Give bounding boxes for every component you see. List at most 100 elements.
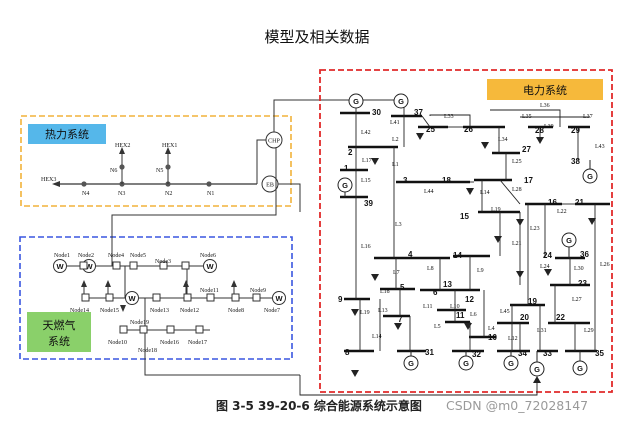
svg-text:G: G xyxy=(587,172,593,181)
svg-text:N2: N2 xyxy=(165,191,172,197)
hex1-label: HEX1 xyxy=(162,143,177,149)
svg-text:L28: L28 xyxy=(512,187,522,193)
svg-text:L37: L37 xyxy=(583,114,593,120)
svg-text:Node16: Node16 xyxy=(160,340,179,346)
svg-text:Node11: Node11 xyxy=(200,288,219,294)
svg-text:L16: L16 xyxy=(361,244,371,250)
heat-node-n4: N4 xyxy=(81,181,89,197)
svg-text:13: 13 xyxy=(443,280,452,289)
svg-text:G: G xyxy=(342,181,348,190)
svg-text:29: 29 xyxy=(571,126,580,135)
svg-text:11: 11 xyxy=(456,311,465,320)
svg-text:38: 38 xyxy=(571,157,580,166)
svg-text:36: 36 xyxy=(580,250,589,259)
svg-text:G: G xyxy=(577,364,583,373)
svg-text:L11: L11 xyxy=(423,304,432,310)
gas-node: Node9 xyxy=(250,288,266,302)
svg-text:W: W xyxy=(206,262,214,271)
svg-text:L14: L14 xyxy=(372,334,382,340)
svg-text:L24: L24 xyxy=(540,264,550,270)
svg-text:Node9: Node9 xyxy=(250,288,266,294)
svg-text:L26: L26 xyxy=(600,262,610,268)
svg-text:G: G xyxy=(534,365,540,374)
power-load-arrows xyxy=(351,133,596,377)
svg-text:24: 24 xyxy=(543,251,552,260)
svg-text:Node2: Node2 xyxy=(78,253,94,259)
gas-source-3: W xyxy=(203,259,217,273)
gas-node: Node8 xyxy=(228,293,244,314)
svg-text:L45: L45 xyxy=(500,309,510,315)
svg-text:Node5: Node5 xyxy=(130,253,146,259)
gas-node: Node1 xyxy=(54,253,70,259)
gas-node: Node15 xyxy=(100,293,119,314)
svg-text:17: 17 xyxy=(524,176,533,185)
gas-node: Node19 xyxy=(130,320,149,334)
generator-33: G xyxy=(529,361,545,377)
gas-load-arrow xyxy=(81,280,87,287)
svg-text:G: G xyxy=(463,359,469,368)
gas-node: Node6 xyxy=(181,253,216,270)
gas-to-gen33-link xyxy=(299,375,538,396)
svg-text:L9: L9 xyxy=(477,268,484,274)
svg-text:9: 9 xyxy=(338,295,343,304)
svg-text:Node18: Node18 xyxy=(138,348,157,354)
svg-text:3: 3 xyxy=(403,176,408,185)
svg-text:32: 32 xyxy=(472,350,481,359)
svg-text:16: 16 xyxy=(548,198,557,207)
svg-text:L29: L29 xyxy=(584,328,594,334)
svg-text:22: 22 xyxy=(556,313,565,322)
generator-36: G xyxy=(561,232,577,248)
gas-node: Node7 xyxy=(264,308,280,314)
watermark: CSDN @m0_72028147 xyxy=(446,398,589,413)
gas-node: Node11 xyxy=(200,288,219,302)
svg-text:6: 6 xyxy=(433,288,438,297)
svg-text:15: 15 xyxy=(460,212,469,221)
svg-text:5: 5 xyxy=(400,283,405,292)
svg-text:Node10: Node10 xyxy=(108,340,127,346)
svg-text:27: 27 xyxy=(522,145,531,154)
hex3-label: HEX3 xyxy=(41,177,56,183)
svg-text:18: 18 xyxy=(442,176,451,185)
svg-text:G: G xyxy=(408,359,414,368)
svg-text:L31: L31 xyxy=(537,328,547,334)
svg-text:L12: L12 xyxy=(508,336,518,342)
svg-text:L1: L1 xyxy=(392,162,399,168)
svg-text:Node7: Node7 xyxy=(264,308,280,314)
generator-34: G xyxy=(503,355,519,371)
svg-text:37: 37 xyxy=(414,108,423,117)
power-system-tag xyxy=(487,79,603,100)
gas-node: Node12 xyxy=(180,293,199,314)
svg-text:G: G xyxy=(566,236,572,245)
heat-system-box xyxy=(20,115,292,207)
svg-text:33: 33 xyxy=(543,349,552,358)
heat-pipe-arrow xyxy=(52,181,60,187)
svg-text:Node13: Node13 xyxy=(150,308,169,314)
power-buses xyxy=(340,111,610,353)
gas-source-1: W xyxy=(53,259,67,273)
svg-text:L33: L33 xyxy=(444,114,454,120)
svg-text:L36: L36 xyxy=(540,103,550,109)
svg-text:L7: L7 xyxy=(393,270,400,276)
svg-text:N6: N6 xyxy=(110,168,117,174)
svg-text:L10: L10 xyxy=(450,304,460,310)
gas-to-chp-link xyxy=(111,148,277,266)
heat-node-n5: N5 xyxy=(156,164,171,174)
gas-system-tag xyxy=(27,312,91,352)
gas-node: Node5 xyxy=(129,253,146,270)
svg-text:EB: EB xyxy=(266,183,274,189)
svg-text:8: 8 xyxy=(345,348,350,357)
svg-text:G: G xyxy=(353,97,359,106)
generator-32: G xyxy=(458,355,474,371)
gas-node: Node16 xyxy=(160,325,179,346)
svg-text:30: 30 xyxy=(372,108,381,117)
svg-text:25: 25 xyxy=(426,125,435,134)
page-title: 模型及相关数据 xyxy=(264,28,370,46)
svg-text:L19: L19 xyxy=(360,310,370,316)
gas-node: Node18 xyxy=(138,348,157,354)
svg-text:L22: L22 xyxy=(557,209,567,215)
generator-38: G xyxy=(582,168,598,184)
eb-link xyxy=(278,183,301,212)
gas-node: Node17 xyxy=(188,325,207,346)
gas-system-label-2: 系统 xyxy=(48,335,70,348)
